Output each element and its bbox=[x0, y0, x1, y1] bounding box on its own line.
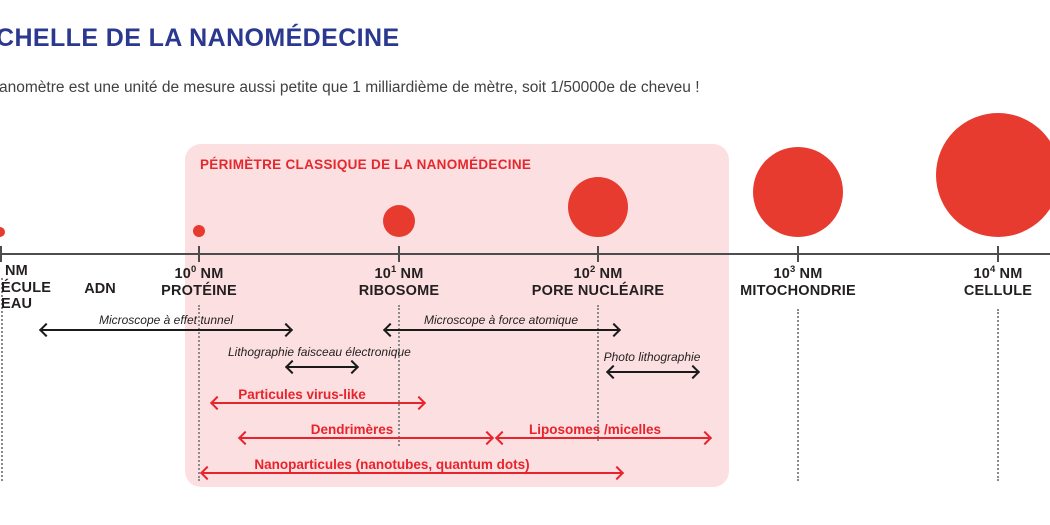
scale-label-water-partial: NM ÉCULE EAU bbox=[1, 263, 52, 312]
dashed-guide-mitochondria bbox=[797, 309, 799, 481]
range-arrow-liposomes-micelles bbox=[498, 437, 709, 439]
range-arrow-ebeam-lithography bbox=[288, 366, 356, 368]
range-arrow-tunnel-microscope bbox=[42, 329, 290, 331]
perimeter-box-label: PÉRIMÈTRE CLASSIQUE DE LA NANOMÉDECINE bbox=[200, 157, 532, 172]
size-dot-nuclear-pore bbox=[568, 177, 628, 237]
range-arrow-photolithography bbox=[609, 371, 697, 373]
range-label-nanoparticles: Nanoparticules (nanotubes, quantum dots) bbox=[254, 457, 530, 472]
dashed-guide-cell bbox=[997, 309, 999, 481]
page-title: CHELLE DE LA NANOMÉDECINE bbox=[0, 24, 400, 52]
range-arrow-afm bbox=[386, 329, 618, 331]
dashed-guide-nuclear-pore bbox=[597, 305, 599, 441]
scale-axis-line bbox=[0, 253, 1050, 255]
size-dot-ribosome bbox=[383, 205, 415, 237]
range-label-photolithography: Photo lithographie bbox=[603, 350, 701, 364]
size-dot-water bbox=[0, 227, 5, 237]
range-label-virus-like-particles: Particules virus-like bbox=[238, 387, 366, 402]
scale-label-adn: ADN bbox=[84, 281, 116, 297]
axis-tick-ribosome bbox=[398, 246, 400, 262]
perimeter-box: PÉRIMÈTRE CLASSIQUE DE LA NANOMÉDECINE bbox=[185, 144, 729, 487]
range-arrow-dendrimers bbox=[241, 437, 491, 439]
range-arrow-nanoparticles bbox=[203, 472, 621, 474]
axis-tick-protein bbox=[198, 246, 200, 262]
axis-tick-water bbox=[0, 246, 2, 262]
range-label-tunnel-microscope: Microscope à effet tunnel bbox=[98, 313, 234, 327]
range-arrow-virus-like-particles bbox=[213, 402, 423, 404]
dashed-guide-ribosome bbox=[398, 305, 400, 446]
axis-tick-nuclear-pore bbox=[597, 246, 599, 262]
size-dot-protein bbox=[193, 225, 205, 237]
dashed-guide-water bbox=[1, 278, 3, 481]
dashed-guide-protein bbox=[198, 305, 200, 481]
size-dot-cell bbox=[936, 113, 1050, 237]
range-label-ebeam-lithography: Lithographie faisceau électronique bbox=[228, 345, 411, 359]
axis-tick-cell bbox=[997, 246, 999, 262]
axis-tick-mitochondria bbox=[797, 246, 799, 262]
range-label-dendrimers: Dendrimères bbox=[310, 422, 394, 437]
range-label-afm: Microscope à force atomique bbox=[423, 313, 579, 327]
range-label-liposomes-micelles: Liposomes /micelles bbox=[528, 422, 662, 437]
page-subtitle: anomètre est une unité de mesure aussi p… bbox=[0, 79, 700, 96]
size-dot-mitochondria bbox=[753, 147, 843, 237]
